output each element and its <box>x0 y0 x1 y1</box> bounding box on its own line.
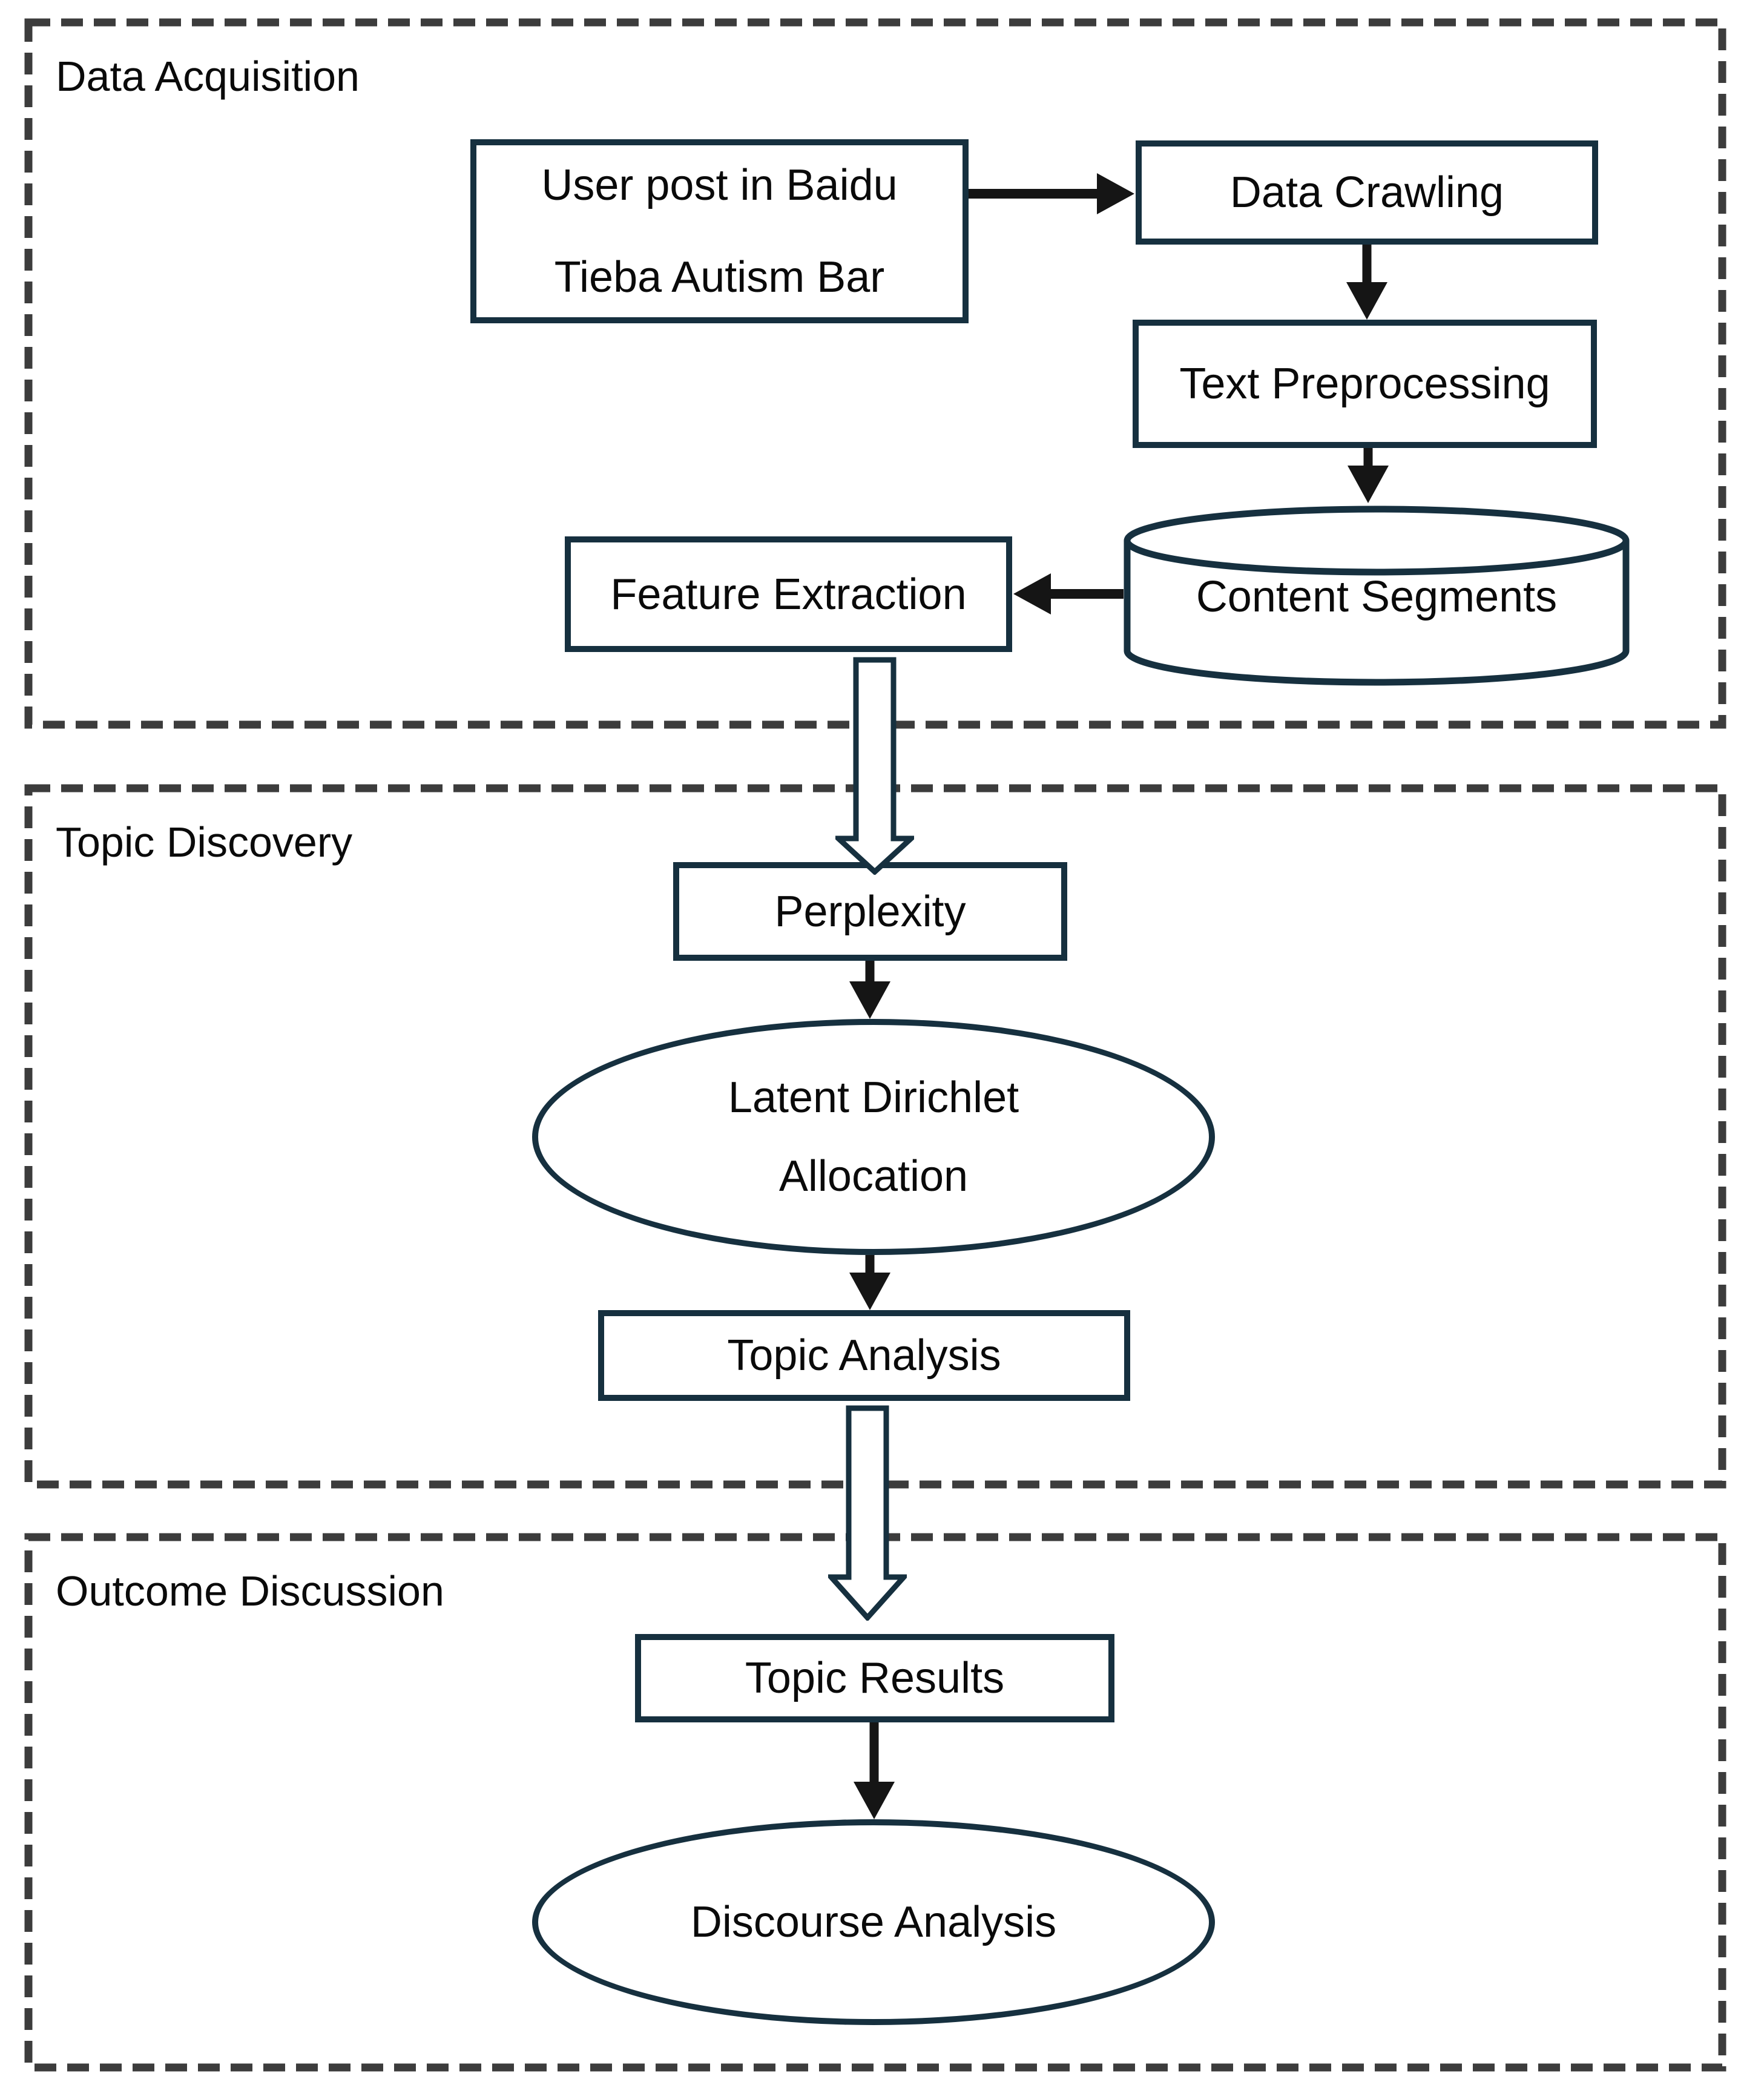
node-data-crawling: Data Crawling <box>1136 140 1598 245</box>
cylinder-body <box>1124 541 1630 686</box>
node-content-segments-label: Content Segments <box>1196 573 1558 621</box>
node-discourse-analysis: Discourse Analysis <box>532 1819 1215 2025</box>
arrow-head-down <box>1346 282 1387 320</box>
arrow-head-down <box>854 1782 895 1819</box>
node-discourse-analysis-label: Discourse Analysis <box>690 1898 1057 1946</box>
node-lda-line1: Latent Dirichlet <box>728 1073 1019 1122</box>
node-user-post-line1: User post in Baidu <box>541 161 898 209</box>
arrow-user-post-to-data-crawling <box>969 173 1134 214</box>
node-text-preprocessing: Text Preprocessing <box>1133 320 1597 448</box>
node-data-crawling-label: Data Crawling <box>1229 168 1504 217</box>
arrow-perplexity-to-lda <box>849 961 890 1019</box>
node-perplexity-label: Perplexity <box>774 887 966 936</box>
section-title-data-acquisition: Data Acquisition <box>56 53 360 100</box>
hollow-arrow-feature-extraction-to-perplexity <box>835 657 914 875</box>
node-topic-results: Topic Results <box>635 1634 1114 1722</box>
node-latent-dirichlet-allocation: Latent Dirichlet Allocation <box>532 1019 1215 1255</box>
arrow-head-down <box>849 981 890 1019</box>
section-title-outcome-discussion: Outcome Discussion <box>56 1567 444 1615</box>
node-topic-analysis-label: Topic Analysis <box>727 1331 1001 1380</box>
arrow-topic-results-to-discourse-analysis <box>854 1722 895 1819</box>
hollow-arrow-topic-analysis-to-topic-results <box>828 1405 907 1621</box>
arrow-head-left <box>1013 573 1051 614</box>
node-user-post-line2: Tieba Autism Bar <box>554 253 885 301</box>
arrow-text-preprocessing-to-content-segments <box>1348 448 1389 503</box>
hollow-arrow-shape <box>835 657 914 875</box>
node-text-preprocessing-label: Text Preprocessing <box>1179 360 1550 408</box>
section-outcome-discussion: Outcome Discussion <box>24 1533 1726 2072</box>
node-user-post: User post in Baidu Tieba Autism Bar <box>470 139 969 323</box>
node-lda-line2: Allocation <box>778 1152 969 1201</box>
hollow-arrow-shape <box>828 1405 907 1621</box>
arrow-head-down <box>1348 466 1389 503</box>
node-topic-results-label: Topic Results <box>745 1654 1005 1702</box>
arrow-head-down <box>849 1273 890 1310</box>
node-perplexity: Perplexity <box>673 862 1067 961</box>
section-title-topic-discovery: Topic Discovery <box>56 819 353 866</box>
arrow-head-right <box>1097 173 1134 214</box>
arrow-lda-to-topic-analysis <box>849 1255 890 1310</box>
cylinder-top <box>1124 506 1630 576</box>
node-feature-extraction-label: Feature Extraction <box>610 570 967 619</box>
arrow-content-segments-to-feature-extraction <box>1013 573 1124 614</box>
node-content-segments-cylinder <box>1124 506 1630 686</box>
arrow-data-crawling-to-text-preprocessing <box>1346 245 1387 320</box>
node-topic-analysis: Topic Analysis <box>598 1310 1130 1401</box>
node-feature-extraction: Feature Extraction <box>565 536 1012 652</box>
